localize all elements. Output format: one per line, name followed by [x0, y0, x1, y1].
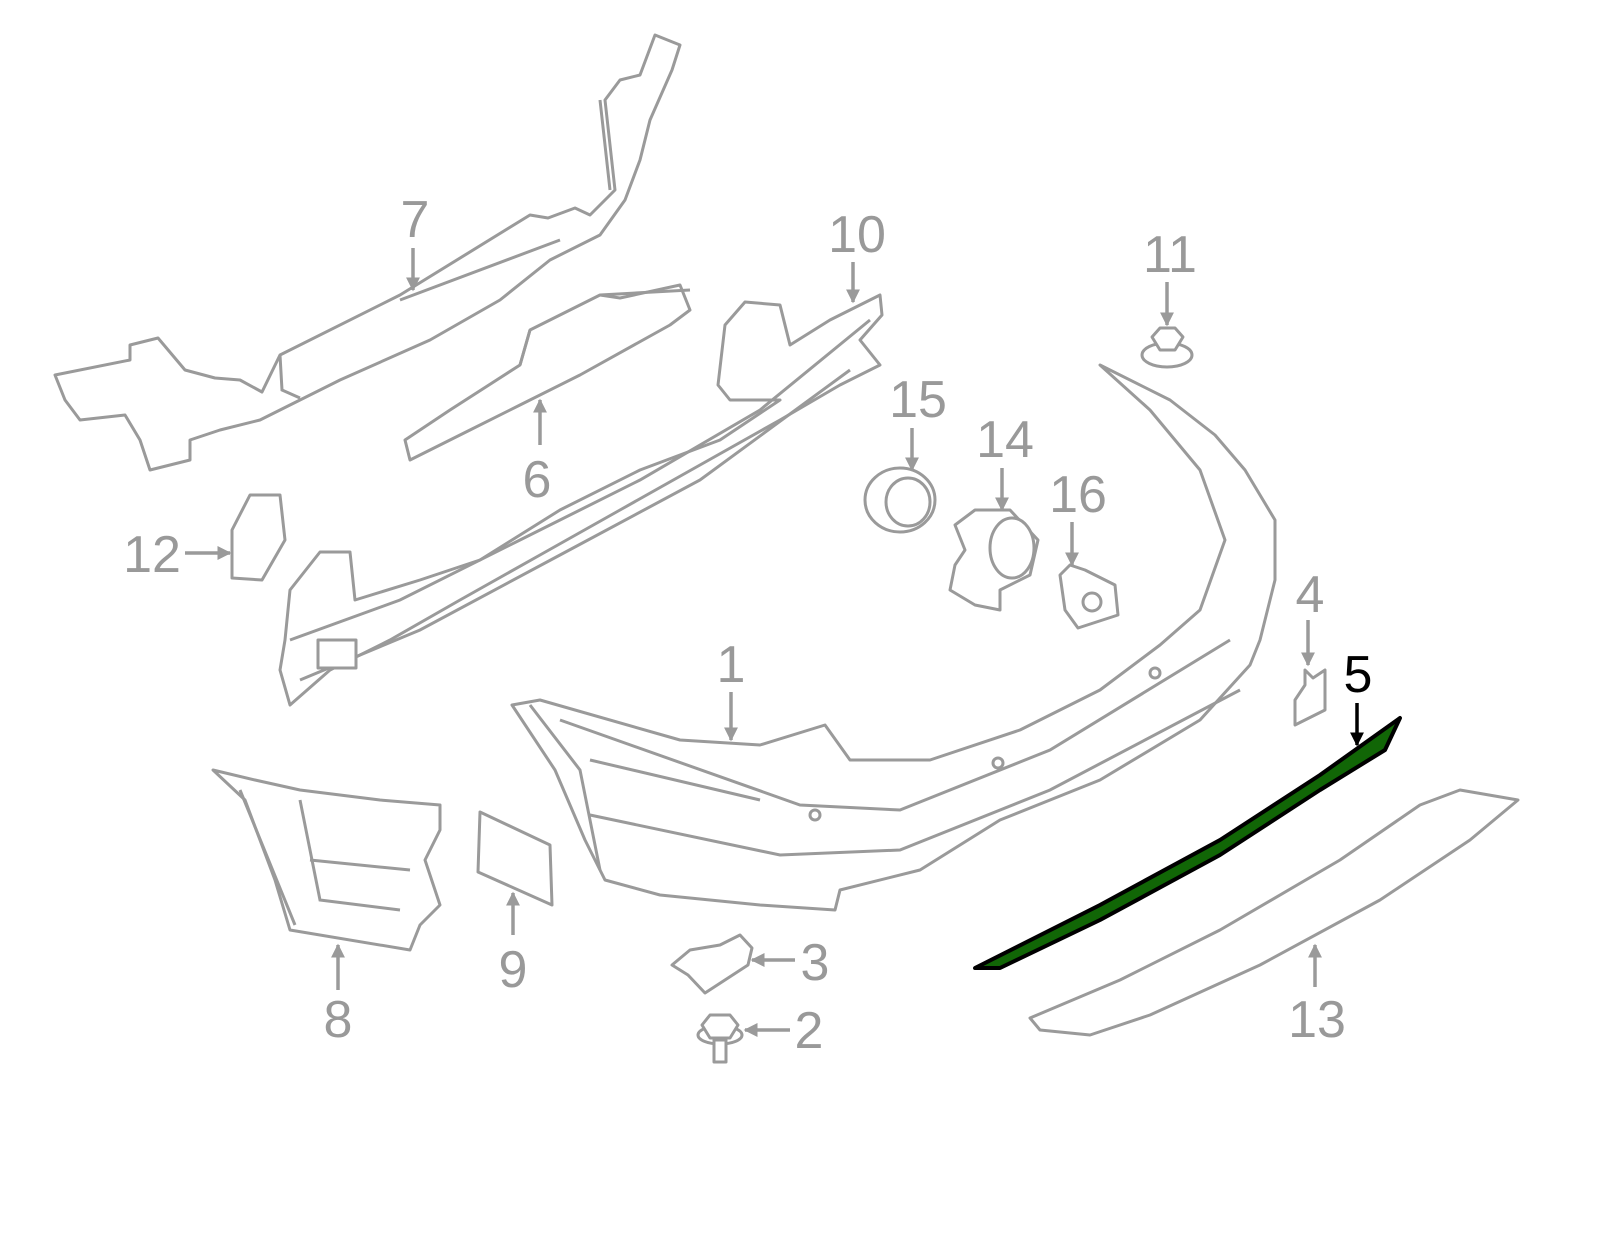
callout-14[interactable]: 14	[976, 411, 1034, 512]
svg-text:8: 8	[324, 991, 353, 1049]
part-11-nut[interactable]	[1140, 326, 1194, 369]
svg-text:3: 3	[801, 934, 830, 992]
part-16-bracket[interactable]	[1058, 563, 1120, 630]
part-14-sensor[interactable]	[948, 508, 1040, 612]
svg-text:5: 5	[1344, 646, 1373, 704]
part-3-clip[interactable]	[670, 933, 754, 995]
part-2-bolt[interactable]	[696, 1013, 744, 1064]
callout-8[interactable]: 8	[324, 943, 353, 1049]
callout-16[interactable]: 16	[1049, 466, 1107, 567]
part-10-bumper-beam[interactable]	[278, 293, 884, 707]
svg-text:15: 15	[889, 371, 947, 429]
part-13-lower-trim[interactable]	[1028, 788, 1520, 1037]
svg-text:10: 10	[828, 206, 886, 264]
svg-text:9: 9	[499, 941, 528, 999]
callout-12[interactable]: 12	[123, 526, 232, 584]
part-6-absorber[interactable]	[403, 283, 692, 462]
callout-15[interactable]: 15	[889, 371, 947, 472]
part-8-side-bracket[interactable]	[211, 768, 442, 952]
callout-11[interactable]: 11	[1143, 226, 1197, 327]
part-15-grommet[interactable]	[863, 466, 937, 534]
svg-text:12: 12	[123, 526, 181, 584]
part-1-bumper-cover[interactable]	[510, 363, 1277, 912]
svg-text:7: 7	[401, 191, 430, 249]
svg-text:6: 6	[523, 451, 552, 509]
svg-text:13: 13	[1288, 991, 1346, 1049]
callout-9[interactable]: 9	[499, 891, 528, 999]
svg-text:14: 14	[976, 411, 1034, 469]
callout-2[interactable]: 2	[743, 1002, 824, 1060]
part-7-reinforcement[interactable]	[53, 33, 682, 472]
callout-6[interactable]: 6	[523, 398, 552, 509]
callout-5[interactable]: 5	[1344, 646, 1373, 747]
callout-4[interactable]: 4	[1296, 566, 1325, 667]
callout-13[interactable]: 13	[1288, 943, 1346, 1049]
callout-1[interactable]: 1	[717, 636, 746, 742]
callout-7[interactable]: 7	[401, 191, 430, 292]
part-9-pad[interactable]	[476, 810, 554, 907]
callout-10[interactable]: 10	[828, 206, 886, 304]
svg-text:1: 1	[717, 636, 746, 694]
part-12-pad[interactable]	[230, 493, 287, 582]
svg-text:2: 2	[795, 1002, 824, 1060]
svg-text:4: 4	[1296, 566, 1325, 624]
callout-3[interactable]: 3	[750, 934, 830, 992]
part-5-trim-strip[interactable]	[973, 716, 1402, 970]
svg-text:16: 16	[1049, 466, 1107, 524]
svg-text:11: 11	[1143, 226, 1197, 284]
part-4-clip[interactable]	[1293, 668, 1327, 727]
